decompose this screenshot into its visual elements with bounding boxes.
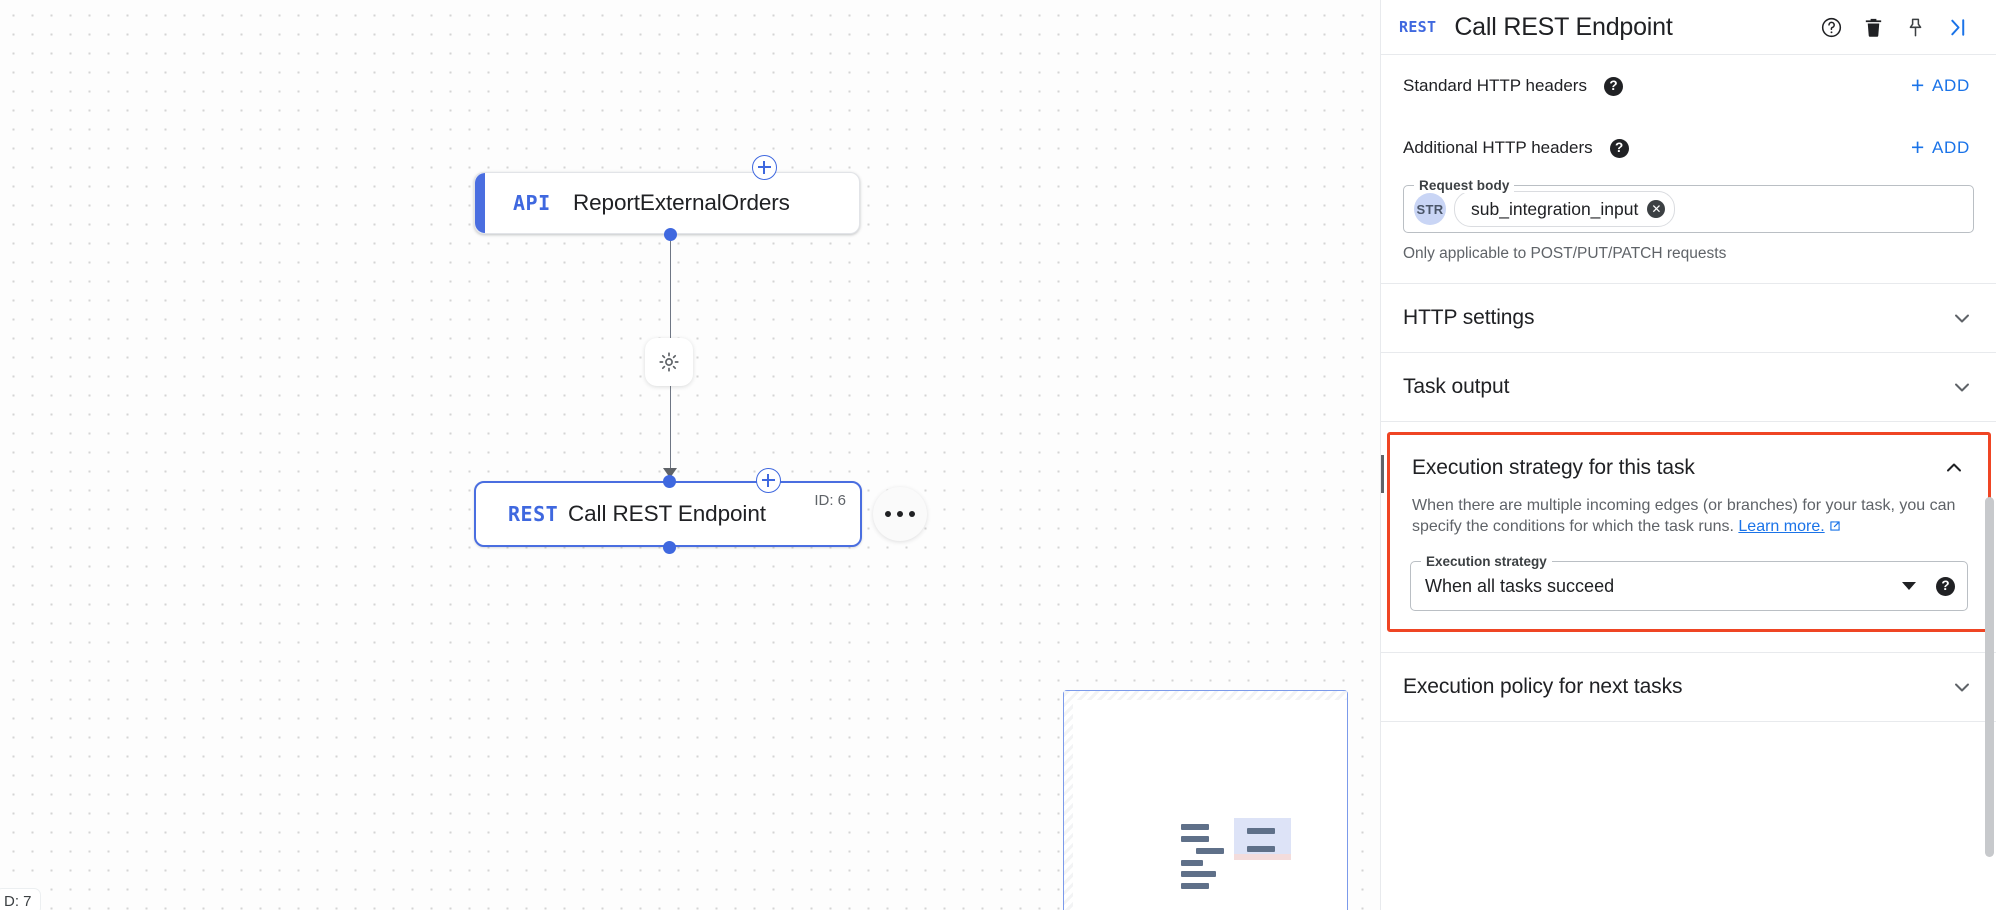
edge-arrow-icon (663, 468, 677, 478)
str-type-badge: STR (1414, 193, 1446, 225)
canvas-node-api[interactable]: API ReportExternalOrders (474, 172, 860, 234)
chip-label: sub_integration_input (1471, 198, 1639, 219)
external-link-icon[interactable] (1828, 518, 1842, 539)
close-icon[interactable]: ✕ (1647, 200, 1666, 218)
canvas-placeholder-panel (1063, 690, 1348, 910)
help-icon[interactable]: ? (1936, 576, 1955, 596)
plus-icon: + (1910, 133, 1925, 160)
standard-http-headers-row: Standard HTTP headers ? + ADD (1381, 55, 1996, 117)
page-title: Call REST Endpoint (1454, 12, 1673, 41)
section-title: Execution policy for next tasks (1403, 675, 1683, 699)
panel-section-marker (1381, 455, 1384, 493)
panel-header: REST Call REST Endpoint (1381, 0, 1996, 55)
canvas-bottom-node-id: D: 7 (0, 889, 40, 910)
request-body-field[interactable]: Request body STR sub_integration_input ✕ (1403, 178, 1974, 233)
description-text: When there are multiple incoming edges (… (1412, 497, 1956, 536)
placeholder-box (1234, 818, 1291, 860)
more-horizontal-icon (884, 510, 892, 518)
node-output-port[interactable] (663, 541, 676, 554)
node-id-label: ID: 6 (814, 492, 846, 509)
task-config-panel: REST Call REST Endpoint (1380, 0, 1996, 910)
divider (1381, 352, 1996, 353)
section-title: Execution strategy for this task (1412, 456, 1695, 479)
learn-more-link[interactable]: Learn more. (1738, 518, 1825, 536)
additional-http-headers-row: Additional HTTP headers ? + ADD (1381, 117, 1996, 179)
workflow-canvas[interactable]: API ReportExternalOrders REST Call REST … (0, 0, 1380, 910)
node-output-port[interactable] (664, 228, 677, 241)
help-icon[interactable]: ? (1603, 76, 1623, 96)
edge-gear-icon[interactable] (645, 338, 693, 386)
node-label: Call REST Endpoint (568, 501, 766, 526)
add-button-label: ADD (1932, 76, 1970, 95)
panel-scroll-body[interactable]: Standard HTTP headers ? + ADD Additional… (1381, 55, 1996, 910)
add-standard-header-button[interactable]: + ADD (1910, 71, 1974, 98)
node-type-badge: REST (508, 502, 559, 526)
section-execution-strategy-header[interactable]: Execution strategy for this task (1390, 435, 1988, 501)
execution-strategy-value: When all tasks succeed (1425, 575, 1615, 596)
more-horizontal-icon (896, 510, 904, 518)
placeholder-box-shadow (1234, 854, 1291, 860)
additional-http-headers-label: Additional HTTP headers (1403, 138, 1593, 157)
add-additional-header-button[interactable]: + ADD (1910, 133, 1974, 160)
help-icon[interactable]: ? (1609, 138, 1629, 158)
plus-icon: + (1910, 71, 1925, 98)
request-body-helper-text: Only applicable to POST/PUT/PATCH reques… (1403, 245, 1727, 262)
add-node-after-rest-icon[interactable] (756, 468, 781, 493)
execution-strategy-select[interactable]: Execution strategy When all tasks succee… (1410, 554, 1968, 612)
delete-icon[interactable] (1852, 6, 1894, 48)
node-more-options-button[interactable] (873, 487, 927, 541)
execution-strategy-section: Execution strategy for this task When th… (1387, 432, 1991, 633)
divider (1381, 421, 1996, 422)
add-node-after-api-icon[interactable] (752, 155, 777, 180)
chevron-down-icon[interactable] (1950, 675, 1974, 699)
section-http-settings[interactable]: HTTP settings (1381, 284, 1996, 352)
execution-strategy-description: When there are multiple incoming edges (… (1390, 495, 1988, 539)
canvas-node-rest[interactable]: REST Call REST Endpoint ID: 6 (474, 481, 862, 547)
panel-type-badge: REST (1399, 18, 1437, 36)
chevron-down-icon[interactable] (1902, 582, 1916, 591)
pin-icon[interactable] (1894, 6, 1936, 48)
request-body-variable-chip[interactable]: sub_integration_input ✕ (1454, 191, 1676, 227)
panel-scrollbar[interactable] (1985, 497, 1994, 857)
section-title: HTTP settings (1403, 306, 1535, 329)
node-label: ReportExternalOrders (573, 190, 790, 215)
chevron-down-icon[interactable] (1950, 375, 1974, 399)
collapse-panel-icon[interactable] (1936, 6, 1978, 48)
divider (1381, 652, 1996, 654)
add-button-label: ADD (1932, 138, 1970, 157)
divider (1381, 721, 1996, 723)
standard-http-headers-label: Standard HTTP headers (1403, 76, 1587, 95)
request-body-legend: Request body (1414, 178, 1515, 193)
section-task-output[interactable]: Task output (1381, 353, 1996, 421)
placeholder-illustration (1181, 818, 1291, 889)
node-type-badge: API (513, 191, 551, 215)
help-outline-icon[interactable] (1810, 6, 1852, 48)
divider (1381, 283, 1996, 284)
execution-strategy-legend: Execution strategy (1421, 554, 1552, 570)
more-horizontal-icon (908, 510, 916, 518)
chevron-down-icon[interactable] (1950, 306, 1974, 330)
section-title: Task output (1403, 375, 1510, 398)
node-input-port[interactable] (663, 475, 676, 488)
section-execution-policy[interactable]: Execution policy for next tasks (1381, 653, 1996, 721)
chevron-up-icon[interactable] (1942, 456, 1966, 480)
